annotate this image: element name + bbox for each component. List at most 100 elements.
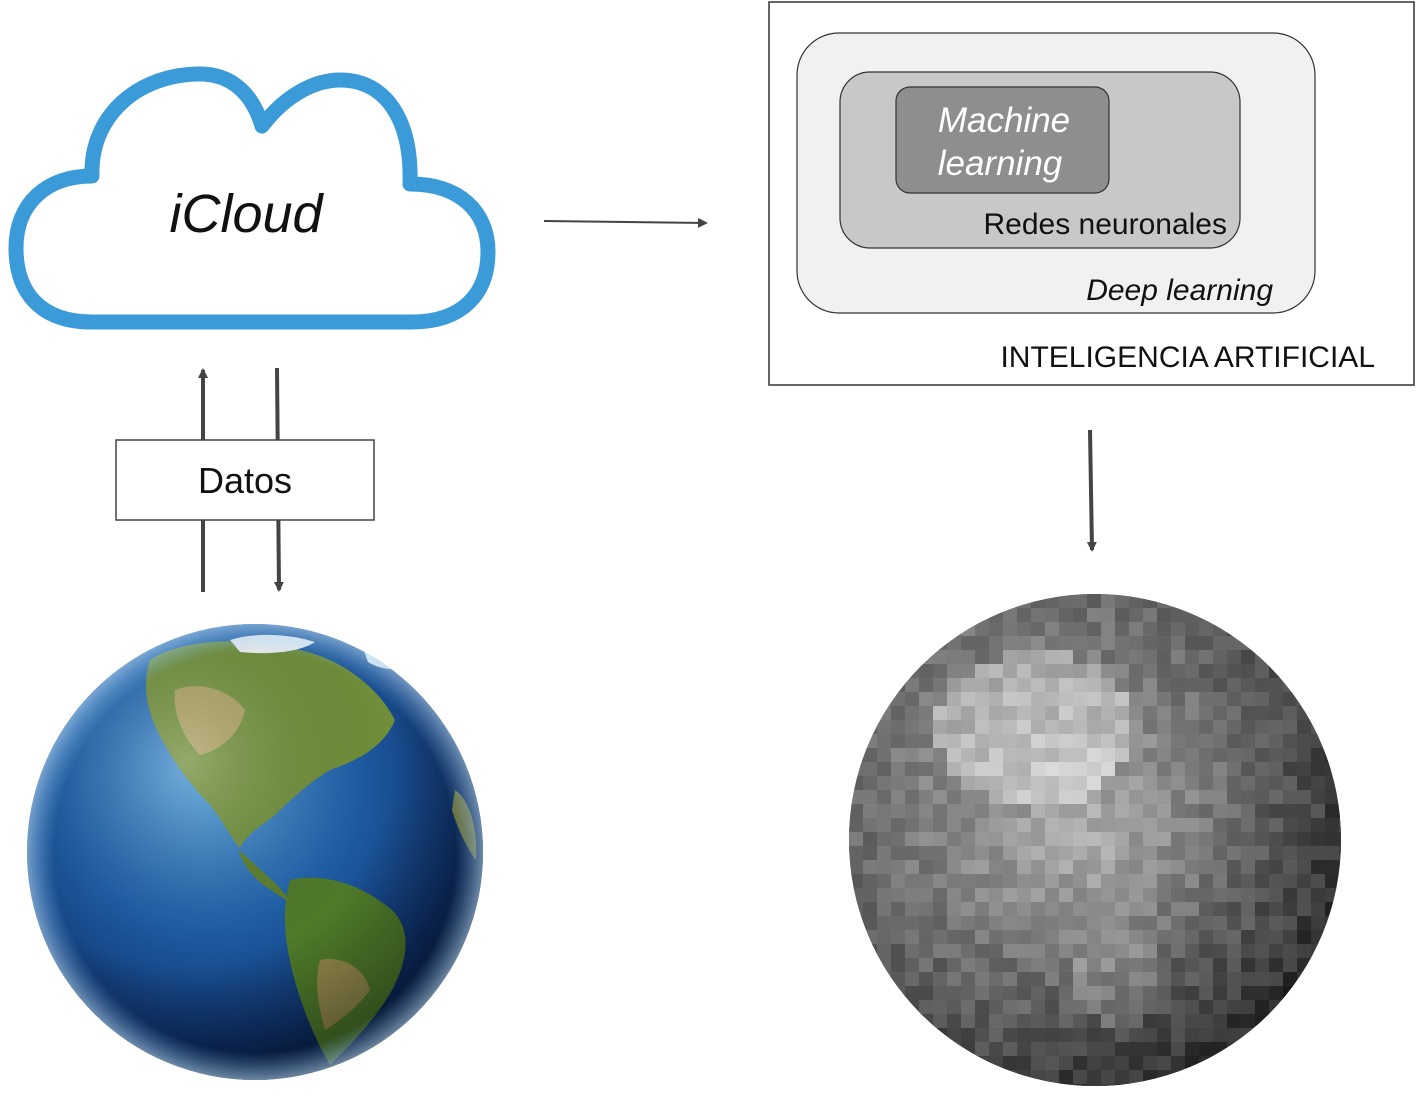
- pixel-tile: [1199, 818, 1213, 832]
- pixel-tile: [1073, 720, 1087, 734]
- pixel-tile: [1227, 874, 1241, 888]
- pixel-tile: [975, 888, 989, 902]
- pixel-tile: [1297, 972, 1311, 986]
- pixel-tile: [975, 1000, 989, 1014]
- pixel-tile: [961, 1042, 975, 1056]
- pixel-tile: [1283, 748, 1297, 762]
- pixel-tile: [891, 706, 905, 720]
- pixel-tile: [1297, 916, 1311, 930]
- pixel-tile: [1241, 706, 1255, 720]
- pixel-tile: [1297, 958, 1311, 972]
- pixel-tile: [877, 776, 891, 790]
- pixel-tile: [1185, 692, 1199, 706]
- pixel-tile: [1003, 902, 1017, 916]
- pixel-tile: [1045, 762, 1059, 776]
- pixel-tile: [1059, 1084, 1073, 1086]
- pixel-tile: [891, 734, 905, 748]
- pixel-tile: [891, 916, 905, 930]
- pixel-tile: [975, 1056, 989, 1070]
- pixel-tile: [1325, 888, 1339, 902]
- pixel-tile: [1073, 916, 1087, 930]
- pixel-tile: [989, 832, 1003, 846]
- pixel-tile: [1143, 1014, 1157, 1028]
- pixel-tile: [1185, 1070, 1199, 1084]
- pixel-tile: [1003, 664, 1017, 678]
- pixel-tile: [1101, 930, 1115, 944]
- pixel-tile: [863, 944, 877, 958]
- pixel-tile: [1157, 860, 1171, 874]
- pixel-tile: [891, 860, 905, 874]
- pixel-tile: [1325, 790, 1339, 804]
- pixel-tile: [1045, 664, 1059, 678]
- pixel-tile: [1241, 734, 1255, 748]
- pixel-tile: [1185, 664, 1199, 678]
- pixel-tile: [1157, 804, 1171, 818]
- pixel-tile: [1143, 958, 1157, 972]
- pixel-tile: [1115, 1028, 1129, 1042]
- pixel-tile: [1213, 636, 1227, 650]
- pixel-tile: [947, 860, 961, 874]
- pixel-tile: [891, 804, 905, 818]
- pixel-tile: [1059, 706, 1073, 720]
- pixel-tile: [849, 902, 863, 916]
- pixel-tile: [1283, 986, 1297, 1000]
- pixel-tile: [1031, 902, 1045, 916]
- pixel-tile: [1087, 706, 1101, 720]
- pixel-tile: [989, 846, 1003, 860]
- pixel-tile: [961, 1014, 975, 1028]
- pixel-tile: [1101, 944, 1115, 958]
- pixel-tile: [919, 986, 933, 1000]
- pixel-tile: [1059, 650, 1073, 664]
- pixel-tile: [1171, 734, 1185, 748]
- pixel-tile: [905, 804, 919, 818]
- pixel-tile: [1241, 1000, 1255, 1014]
- pixel-tile: [1031, 1000, 1045, 1014]
- pixel-tile: [1129, 1028, 1143, 1042]
- pixel-tile: [1269, 846, 1283, 860]
- pixel-tile: [1017, 860, 1031, 874]
- pixel-tile: [1059, 818, 1073, 832]
- pixel-tile: [989, 1042, 1003, 1056]
- pixel-tile: [1255, 748, 1269, 762]
- pixel-tile: [1031, 650, 1045, 664]
- pixel-tile: [947, 986, 961, 1000]
- pixel-tile: [1269, 818, 1283, 832]
- pixel-tile: [961, 916, 975, 930]
- pixel-tile: [1073, 706, 1087, 720]
- pixel-tile: [1017, 706, 1031, 720]
- pixel-tile: [1073, 650, 1087, 664]
- pixel-tile: [1073, 860, 1087, 874]
- pixel-tile: [1157, 720, 1171, 734]
- pixel-tile: [975, 762, 989, 776]
- pixel-tile: [947, 1042, 961, 1056]
- pixel-tile: [1003, 748, 1017, 762]
- pixel-tile: [1171, 804, 1185, 818]
- pixel-tile: [1157, 678, 1171, 692]
- pixel-tile: [1227, 748, 1241, 762]
- pixel-tile: [1171, 636, 1185, 650]
- pixel-tile: [1255, 902, 1269, 916]
- pixel-tile: [1101, 734, 1115, 748]
- pixel-tile: [947, 650, 961, 664]
- pixel-tile: [919, 776, 933, 790]
- pixel-tile: [1031, 1042, 1045, 1056]
- pixel-tile: [1003, 790, 1017, 804]
- pixel-tile: [1031, 916, 1045, 930]
- pixel-tile: [1297, 748, 1311, 762]
- pixel-tile: [1185, 734, 1199, 748]
- pixel-tile: [1115, 636, 1129, 650]
- pixel-tile: [933, 874, 947, 888]
- pixel-tile: [989, 650, 1003, 664]
- pixel-tile: [1143, 944, 1157, 958]
- pixel-tile: [1199, 650, 1213, 664]
- pixel-tile: [1003, 986, 1017, 1000]
- pixel-tile: [905, 762, 919, 776]
- pixel-tile: [1101, 748, 1115, 762]
- pixel-tile: [1045, 1056, 1059, 1070]
- pixel-tile: [1283, 762, 1297, 776]
- pixel-tile: [1031, 622, 1045, 636]
- pixel-tile: [1255, 832, 1269, 846]
- pixel-tile: [1059, 594, 1073, 608]
- pixel-tile: [1241, 776, 1255, 790]
- pixel-tile: [905, 874, 919, 888]
